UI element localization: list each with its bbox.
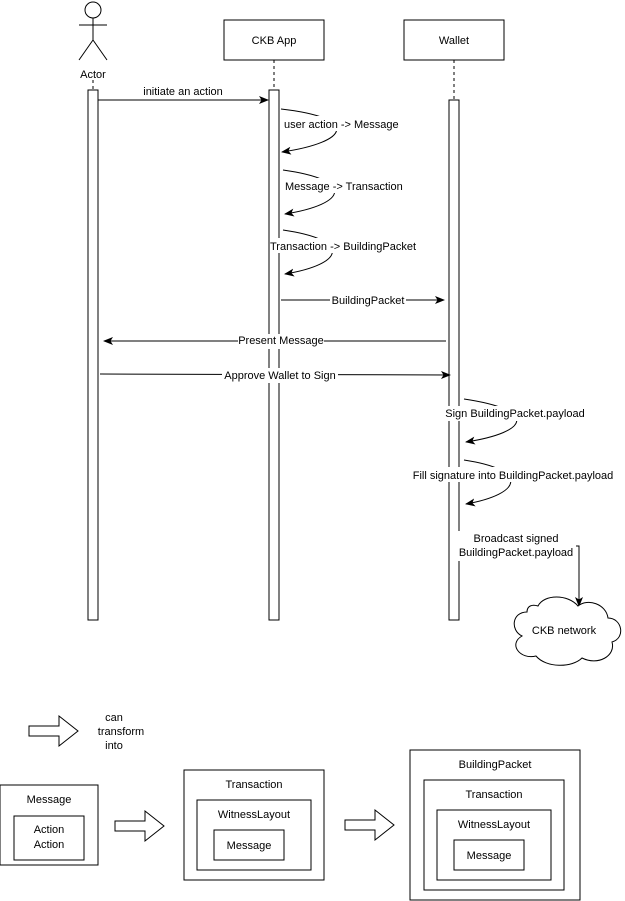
to-building-packet-label: Transaction -> BuildingPacket: [270, 241, 416, 253]
legend-line2: transform: [98, 726, 144, 738]
initiate-label: initiate an action: [143, 86, 223, 98]
network-cloud: [513, 596, 622, 666]
actor-head: [84, 1, 102, 19]
network-label: CKB network: [532, 625, 597, 637]
message-actions-box: [13, 815, 85, 861]
wallet-participant-label: Wallet: [439, 35, 469, 47]
to-transaction-label: Message -> Transaction: [285, 181, 403, 193]
building-packet-message-box: [453, 839, 525, 871]
message-action-2: Action: [34, 839, 65, 851]
transaction-message-box: [213, 829, 285, 861]
wallet-activation: [448, 99, 460, 621]
building-packet-structure-title: BuildingPacket: [459, 759, 532, 771]
building-packet-message-label: Message: [467, 850, 512, 862]
present-message-label: Present Message: [238, 335, 324, 347]
actor-activation: [87, 89, 99, 621]
sign-label: Sign BuildingPacket.payload: [445, 408, 584, 420]
legend-line3: into: [105, 740, 123, 752]
actor-figure: [78, 1, 108, 61]
transaction-witness-layout-title: WitnessLayout: [218, 809, 290, 821]
actor-leg-left: [78, 39, 94, 61]
app-participant-label: CKB App: [252, 35, 297, 47]
wallet-participant-box: [403, 19, 505, 61]
structure-arrow-2: [344, 808, 395, 842]
app-activation: [268, 89, 280, 621]
building-packet-transaction-title: Transaction: [465, 789, 522, 801]
to-message-label: user action -> Message: [284, 119, 399, 131]
app-participant-box: [223, 19, 325, 61]
building-packet-label: BuildingPacket: [332, 295, 405, 307]
broadcast-label-line2: BuildingPacket.payload: [459, 547, 573, 559]
building-packet-witness-layout-title: WitnessLayout: [458, 819, 530, 831]
message-structure-title: Message: [27, 794, 72, 806]
broadcast-label-line1: Broadcast signed: [474, 533, 559, 545]
fill-signature-label: Fill signature into BuildingPacket.paylo…: [413, 470, 614, 482]
actor-label: Actor: [80, 69, 106, 81]
structure-arrow-1: [114, 809, 165, 843]
transaction-structure-title: Transaction: [225, 779, 282, 791]
message-action-1: Action: [34, 824, 65, 836]
legend-line1: can: [105, 712, 123, 724]
transaction-message-label: Message: [227, 840, 272, 852]
approve-label: Approve Wallet to Sign: [224, 370, 335, 382]
actor-leg-right: [92, 39, 108, 61]
legend-transform-arrow: [28, 714, 79, 748]
